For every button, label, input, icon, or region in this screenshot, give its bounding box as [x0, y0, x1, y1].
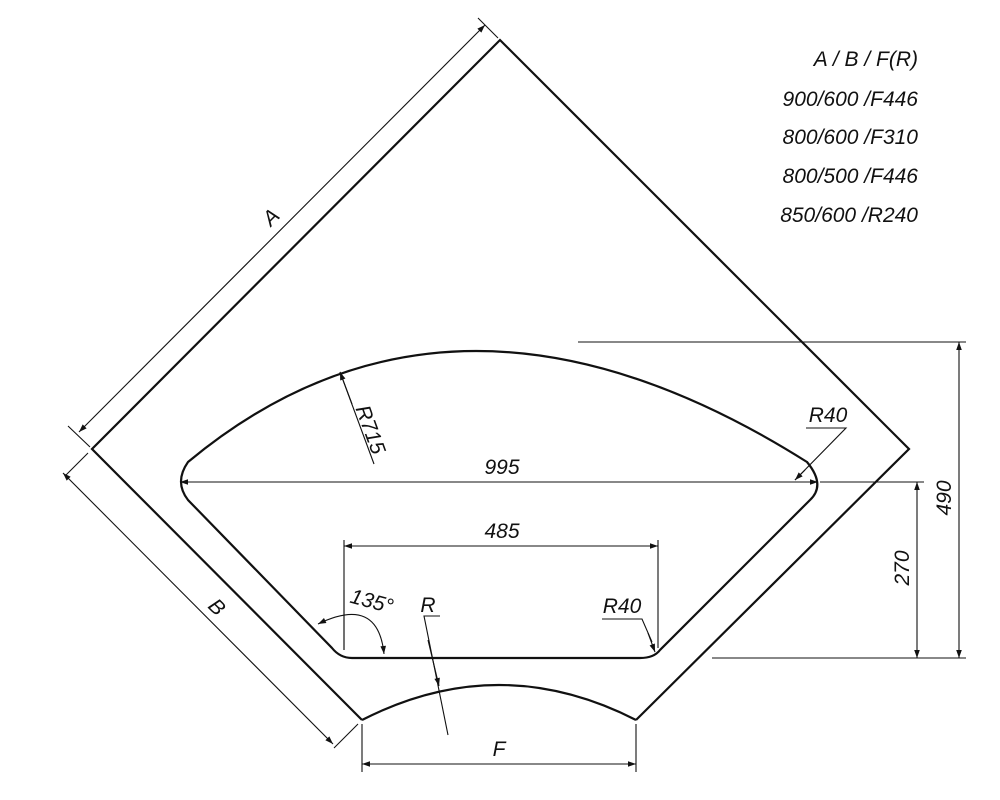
- label-r40-top: R40: [809, 404, 848, 427]
- dim-r40-bottom-leader: [602, 618, 653, 643]
- dim-r-leader: [423, 615, 449, 736]
- label-270: 270: [891, 550, 914, 586]
- spec-row-3: 800/500 /F446: [782, 165, 918, 188]
- dim-r715-arrow: [339, 371, 353, 405]
- label-r40-bottom: R40: [603, 595, 642, 618]
- dim-angle-arc: [317, 613, 386, 655]
- label-995: 995: [484, 456, 519, 479]
- label-a: A: [257, 204, 285, 232]
- label-r: R: [420, 594, 435, 617]
- spec-row-2: 800/600 /F310: [782, 126, 918, 149]
- dim-a-ext-bottom: [67, 425, 91, 448]
- dim-b-line: [62, 472, 334, 745]
- spec-row-1: 900/600 /F446: [782, 88, 918, 111]
- tray-front-arc: [361, 683, 637, 721]
- label-485: 485: [484, 520, 519, 543]
- basin-outline: [179, 350, 819, 660]
- dim-b-ext-bottom: [333, 723, 359, 749]
- label-r715: R715: [351, 402, 390, 457]
- spec-table-header: A / B / F(R): [813, 48, 918, 71]
- label-f: F: [493, 738, 507, 761]
- label-490: 490: [933, 480, 956, 515]
- label-b: B: [204, 594, 230, 620]
- dim-r-arrow: [427, 639, 440, 687]
- dim-r40-bottom-arrow: [647, 632, 656, 653]
- dim-a-ext-top: [477, 17, 499, 39]
- dim-a-line: [78, 24, 486, 433]
- dim-r40-top-arrow: [794, 469, 806, 481]
- dim-r40-top-leader: [794, 427, 848, 481]
- spec-row-4: 850/600 /R240: [780, 204, 918, 227]
- dim-b-ext-top: [64, 452, 89, 477]
- label-135: 135°: [348, 585, 396, 618]
